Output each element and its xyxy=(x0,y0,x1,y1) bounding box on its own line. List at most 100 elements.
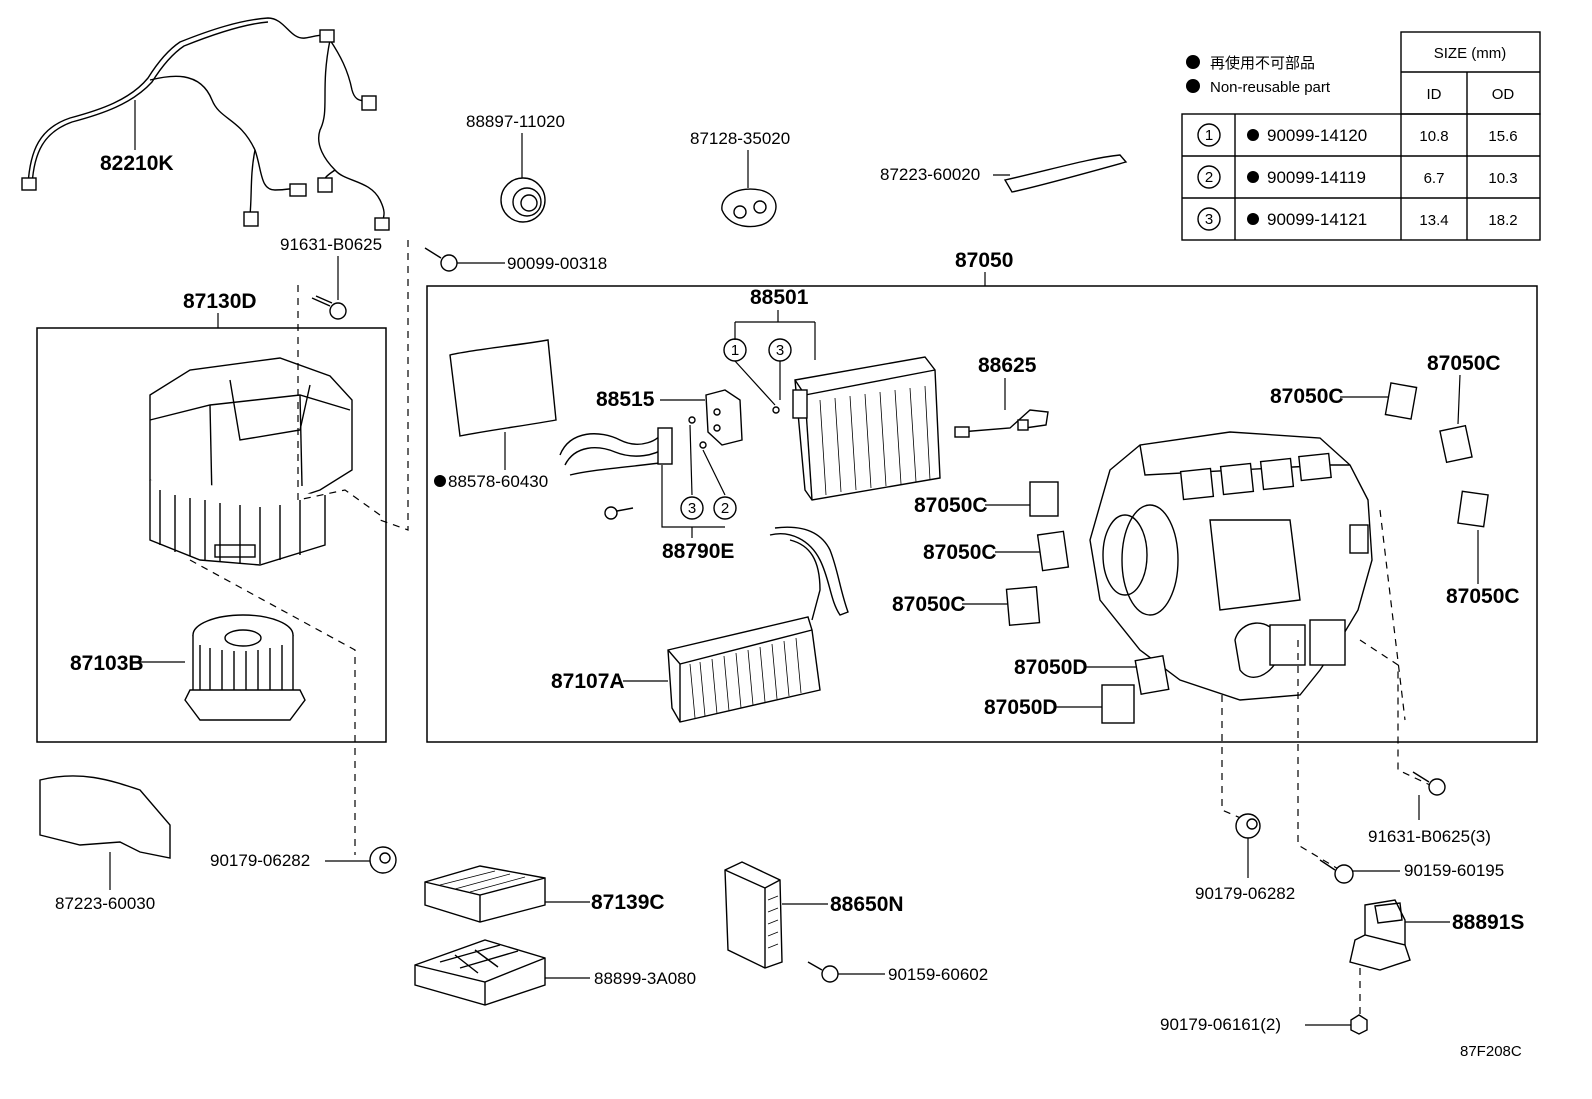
bolt-icon xyxy=(604,506,634,520)
svg-text:15.6: 15.6 xyxy=(1488,128,1517,145)
cabin-filter xyxy=(424,865,546,923)
seal-strip xyxy=(1003,154,1128,193)
duct-cover xyxy=(39,775,171,859)
svg-text:18.2: 18.2 xyxy=(1488,212,1517,229)
bullet-icon xyxy=(1186,79,1200,93)
hvac-case xyxy=(1089,431,1373,701)
assembly-87050-frame xyxy=(426,285,1538,743)
bolt-icon xyxy=(1319,859,1354,884)
svg-text:90099-14119: 90099-14119 xyxy=(1267,168,1366,187)
filter-frame xyxy=(414,939,546,1006)
screw-icon xyxy=(424,247,458,272)
legend-jp-text: 再使用不可部品 xyxy=(1210,55,1315,72)
label-88650n: 88650N xyxy=(830,893,904,916)
screw-icon xyxy=(807,961,839,983)
actuator-icon xyxy=(1029,481,1059,517)
col-od-header: OD xyxy=(1492,86,1515,103)
o-ring-callout-3: 3 xyxy=(768,338,792,362)
o-ring-callout-3b: 3 xyxy=(680,496,704,520)
svg-text:2: 2 xyxy=(721,500,729,517)
heater-core xyxy=(667,526,849,723)
label-87130d: 87130D xyxy=(183,290,257,313)
actuator-icon xyxy=(1101,684,1135,724)
label-88515: 88515 xyxy=(596,388,655,411)
assembly-87130d-frame xyxy=(36,327,387,743)
expansion-valve xyxy=(705,389,743,446)
label-87223-60030: 87223-60030 xyxy=(55,894,155,913)
legend-en-text: Non-reusable part xyxy=(1210,79,1331,96)
svg-text:1: 1 xyxy=(731,342,739,359)
label-87050d-1: 87050D xyxy=(1014,656,1088,679)
svg-text:3: 3 xyxy=(776,342,784,359)
nut-icon xyxy=(1235,813,1261,839)
label-87050c-mid2: 87050C xyxy=(923,541,997,564)
aspirator xyxy=(1349,899,1411,1020)
svg-text:10.3: 10.3 xyxy=(1488,170,1517,187)
blower-case xyxy=(149,357,353,566)
label-88899-3a080: 88899-3A080 xyxy=(594,969,696,988)
table-row: 1 90099-14120 10.8 15.6 xyxy=(1197,123,1518,147)
svg-text:3: 3 xyxy=(1205,211,1213,228)
actuator-icon xyxy=(1384,382,1418,420)
svg-text:13.4: 13.4 xyxy=(1419,212,1448,229)
actuator-icon xyxy=(1457,490,1489,528)
col-id-header: ID xyxy=(1427,86,1442,103)
label-91631-b0625-3: 91631-B0625(3) xyxy=(1368,827,1491,846)
label-87050: 87050 xyxy=(955,249,1013,272)
table-row: 3 90099-14121 13.4 18.2 xyxy=(1197,207,1518,231)
label-87107a: 87107A xyxy=(551,670,625,693)
svg-text:90099-14120: 90099-14120 xyxy=(1267,126,1367,145)
label-90099-00318: 90099-00318 xyxy=(507,254,607,273)
label-87050c-top: 87050C xyxy=(1270,385,1344,408)
blower-motor xyxy=(184,614,306,721)
grommet-icon xyxy=(500,177,546,223)
label-87050c-mid3: 87050C xyxy=(892,593,966,616)
label-88897-11020: 88897-11020 xyxy=(466,112,565,131)
label-87050c-mid1: 87050C xyxy=(914,494,988,517)
o-ring-callout-2: 2 xyxy=(713,496,737,520)
label-82210k: 82210K xyxy=(100,152,174,175)
label-88501: 88501 xyxy=(750,286,809,309)
svg-text:2: 2 xyxy=(1205,169,1213,186)
size-header: SIZE (mm) xyxy=(1434,45,1507,62)
label-87103b: 87103B xyxy=(70,652,144,675)
nut-icon xyxy=(369,846,397,874)
label-90159-60195: 90159-60195 xyxy=(1404,861,1504,880)
svg-text:90099-14121: 90099-14121 xyxy=(1267,210,1367,229)
label-91631-b0625: 91631-B0625 xyxy=(280,235,382,254)
o-ring-callout-1: 1 xyxy=(723,338,747,362)
svg-text:1: 1 xyxy=(1205,127,1213,144)
label-87050c-right: 87050C xyxy=(1427,352,1501,375)
ac-amplifier xyxy=(724,861,783,969)
double-grommet-icon xyxy=(721,188,777,228)
nut-icon xyxy=(1350,1014,1368,1035)
svg-text:6.7: 6.7 xyxy=(1424,170,1445,187)
table-row: 2 90099-14119 6.7 10.3 xyxy=(1197,165,1518,189)
actuator-icon xyxy=(1005,586,1041,626)
actuator-icon xyxy=(1439,424,1473,464)
label-90179-06282-right: 90179-06282 xyxy=(1195,884,1295,903)
label-90159-60602: 90159-60602 xyxy=(888,965,988,984)
actuator-icon xyxy=(1134,655,1170,695)
filter-sheet xyxy=(449,339,557,437)
label-87128-35020: 87128-35020 xyxy=(690,129,790,148)
svg-text:10.8: 10.8 xyxy=(1419,128,1448,145)
label-87050d-2: 87050D xyxy=(984,696,1058,719)
label-90179-06282-left: 90179-06282 xyxy=(210,851,310,870)
label-88790e: 88790E xyxy=(662,540,734,563)
bullet-icon xyxy=(434,475,446,487)
svg-text:3: 3 xyxy=(688,500,696,517)
wire-harness-82210k xyxy=(21,17,390,231)
ac-pipe xyxy=(559,427,673,476)
actuator-icon xyxy=(1036,530,1070,572)
bolt-icon xyxy=(1412,771,1446,796)
legend-table: 再使用不可部品 Non-reusable part SIZE (mm) ID O… xyxy=(1181,31,1541,241)
diagram-id: 87F208C xyxy=(1460,1043,1522,1060)
label-87223-60020: 87223-60020 xyxy=(880,165,980,184)
label-87139c: 87139C xyxy=(591,891,665,914)
label-87050c-far-right: 87050C xyxy=(1446,585,1520,608)
evaporator-core xyxy=(792,356,941,501)
label-90179-06161-2: 90179-06161(2) xyxy=(1160,1015,1281,1034)
bullet-icon xyxy=(1186,55,1200,69)
